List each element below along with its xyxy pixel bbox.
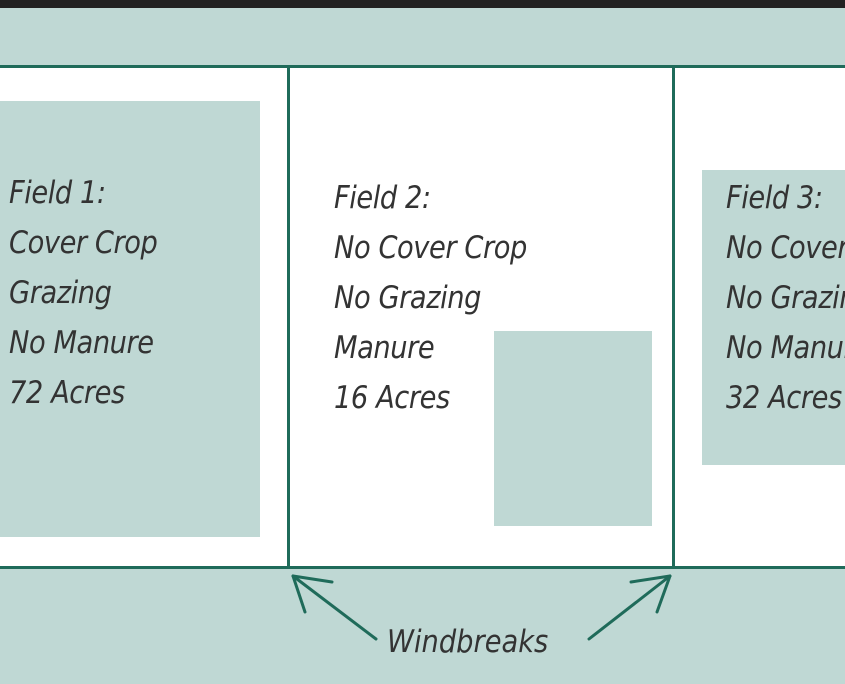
field-3-grazing: No Grazing (726, 280, 845, 316)
field-3-patch (702, 170, 845, 465)
field-2-manure-patch (494, 331, 652, 526)
field-boundary-bottom (0, 566, 845, 569)
field-2-cover-crop: No Cover Crop (334, 230, 527, 266)
field-1-cover-patch (0, 101, 260, 537)
windbreaks-label: Windbreaks (387, 624, 549, 660)
right-arrow-shaft-icon (587, 574, 672, 641)
field-1-cover-crop: Cover Crop (9, 225, 158, 261)
field-2-acres: 16 Acres (334, 380, 450, 416)
field-3-label: Field 3: No Cover Crop No Grazing No Man… (726, 173, 845, 423)
field-1-acres: 72 Acres (9, 375, 125, 411)
field-1-manure: No Manure (9, 325, 154, 361)
field-2-grazing: No Grazing (334, 280, 481, 316)
field-3-title: Field 3: (726, 180, 823, 216)
left-arrow-shaft-icon (291, 574, 378, 641)
top-border (0, 0, 845, 8)
field-divider-1-2 (287, 66, 290, 569)
field-boundary-top (0, 65, 845, 68)
field-3-cover-crop: No Cover Crop (726, 230, 845, 266)
field-1-title: Field 1: (9, 175, 106, 211)
field-1-grazing: Grazing (9, 275, 112, 311)
field-3-manure: No Manure (726, 330, 845, 366)
field-1-label: Field 1: Cover Crop Grazing No Manure 72… (9, 168, 158, 418)
field-divider-2-3 (672, 66, 675, 569)
windbreak-band-top (0, 8, 845, 66)
field-2-manure: Manure (334, 330, 435, 366)
windbreak-band-bottom (0, 569, 845, 684)
field-3-acres: 32 Acres (726, 380, 842, 416)
left-arrowhead-icon (291, 574, 334, 614)
field-2-title: Field 2: (334, 180, 431, 216)
field-2-label: Field 2: No Cover Crop No Grazing Manure… (334, 173, 527, 423)
right-arrowhead-icon (629, 574, 672, 614)
